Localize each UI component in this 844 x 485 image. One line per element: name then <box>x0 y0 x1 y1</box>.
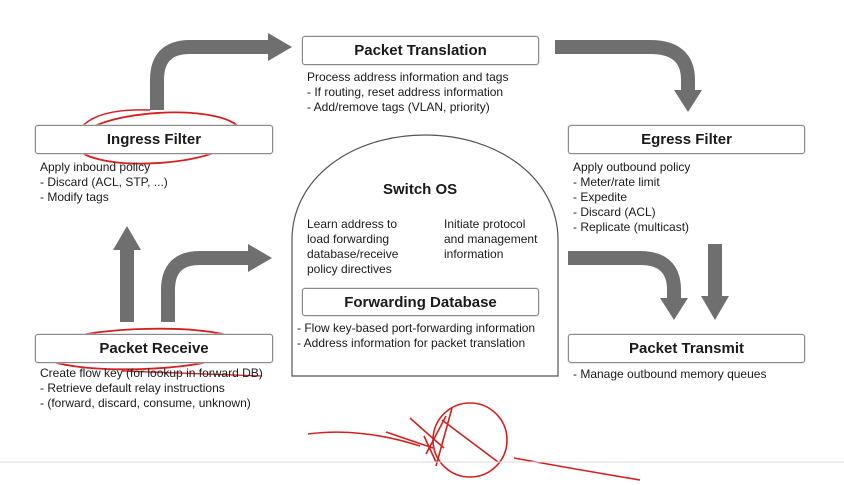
ingress-filter-line: Apply inbound policy <box>40 160 151 174</box>
annotation-strike-receive <box>121 370 263 377</box>
ingress-filter-line: - Modify tags <box>40 190 109 204</box>
arrowhead-translation-to-egress <box>674 90 702 112</box>
switch-os-initiate-text: Initiate protocol and management informa… <box>444 217 538 261</box>
forwarding-database-line: - Address information for packet transla… <box>297 336 526 350</box>
arrowhead-receive-to-switch-os <box>248 244 272 272</box>
forwarding-database-details: - Flow key-based port-forwarding informa… <box>297 321 535 351</box>
packet-receive-line: - (forward, discard, consume, unknown) <box>40 396 251 410</box>
arrowhead-egress-to-transmit <box>701 296 729 320</box>
arrow-receive-to-switch-os <box>161 251 250 322</box>
packet-translation-line: - Add/remove tags (VLAN, priority) <box>307 100 490 114</box>
forwarding-database-line: - Flow key-based port-forwarding informa… <box>297 321 536 335</box>
arrow-switch-os-to-transmit <box>568 251 681 300</box>
arrowhead-switch-os-to-transmit <box>660 298 688 320</box>
ingress-filter-title: Ingress Filter <box>106 131 202 148</box>
forwarding-database-box: Forwarding Database <box>302 288 539 316</box>
egress-filter-line: - Meter/rate limit <box>573 175 660 189</box>
packet-receive-box: Packet Receive <box>35 334 273 363</box>
packet-translation-line: Process address information and tags <box>307 70 509 84</box>
ingress-filter-box: Ingress Filter <box>35 125 273 154</box>
packet-transmit-box: Packet Transmit <box>568 334 805 363</box>
egress-filter-line: - Expedite <box>573 190 628 204</box>
forwarding-database-title: Forwarding Database <box>344 293 497 311</box>
packet-transmit-details: - Manage outbound memory queues <box>573 367 766 382</box>
arrow-translation-to-egress <box>555 40 695 92</box>
switch-os-title: Switch OS <box>383 181 458 198</box>
egress-filter-details: Apply outbound policy - Meter/rate limit… <box>573 160 690 235</box>
egress-filter-line: - Discard (ACL) <box>573 205 656 219</box>
arrowhead-ingress-to-translation <box>268 33 292 61</box>
egress-filter-box: Egress Filter <box>568 125 805 154</box>
egress-filter-line: Apply outbound policy <box>573 160 691 174</box>
packet-transmit-title: Packet Transmit <box>628 340 745 357</box>
ingress-filter-line: - Discard (ACL, STP, ...) <box>40 175 168 189</box>
arrow-ingress-to-translation <box>150 40 270 110</box>
packet-receive-title: Packet Receive <box>99 340 209 357</box>
packet-translation-line: - If routing, reset address information <box>307 85 504 99</box>
egress-filter-line: - Replicate (multicast) <box>573 220 690 234</box>
annotation-sketch <box>307 402 641 481</box>
packet-translation-details: Process address information and tags - I… <box>307 70 508 115</box>
switch-os-learn-text: Learn address to load forwarding databas… <box>307 217 399 276</box>
egress-filter-title: Egress Filter <box>641 131 732 148</box>
arrowhead-receive-to-ingress <box>113 226 141 250</box>
ingress-filter-details: Apply inbound policy - Discard (ACL, STP… <box>40 160 168 205</box>
packet-receive-details: Create flow key (for lookup in forward D… <box>40 366 263 411</box>
packet-receive-line: - Retrieve default relay instructions <box>40 381 225 395</box>
packet-transmit-line: - Manage outbound memory queues <box>573 367 767 381</box>
packet-translation-title: Packet Translation <box>354 42 487 59</box>
packet-translation-box: Packet Translation <box>302 36 539 65</box>
packet-receive-line: Create flow key (for lookup in forward D… <box>40 366 263 380</box>
